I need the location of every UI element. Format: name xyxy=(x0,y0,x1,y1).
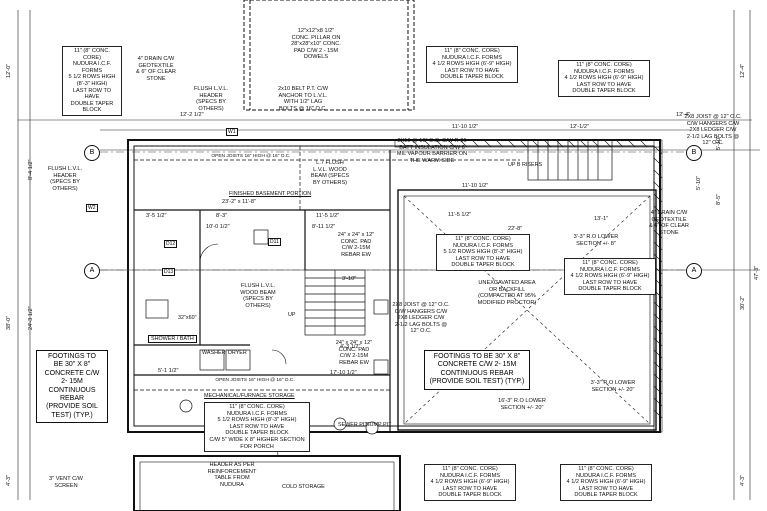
dim-int-13: 3'-10" xyxy=(342,276,357,282)
grid-bubble-b-left: B xyxy=(84,145,100,161)
grid-bubble-a-left: A xyxy=(84,263,100,279)
dim-int-11: 5'-1 1/2" xyxy=(158,368,179,374)
dim-int-1: 3'-5 1/2" xyxy=(146,213,167,219)
room-cold-label: COLD STORAGE xyxy=(282,484,325,490)
dim-left-3: 24'-3 1/2" xyxy=(28,306,34,330)
dim-int-2: 8'-3" xyxy=(216,213,228,219)
room-shower-label: SHOWER / BATH xyxy=(148,335,197,343)
dim-int-3: 11'-5 1/2" xyxy=(316,213,340,219)
grid-tag-w1: W1 xyxy=(226,128,238,136)
dim-left-2: 8'-4 1/2" xyxy=(28,159,34,180)
dim-int-10: 17'-10 1/2" xyxy=(330,370,357,376)
dim-int-9: 4'-3 1/2" xyxy=(340,344,361,350)
dim-top-2: 12'-2 1/2" xyxy=(180,112,204,118)
door-tag-d13: D13 xyxy=(162,268,176,276)
dim-right-1: 8'-5" xyxy=(716,193,722,205)
dim-top-5: 12'-4" xyxy=(676,112,691,118)
dim-int-12: 13'-1" xyxy=(594,216,609,222)
dim-int-8: 11'-5 1/2" xyxy=(448,212,472,218)
room-storage-label: MECHANICAL/FURNACE STORAGE xyxy=(204,393,295,399)
grid-bubble-a-right: A xyxy=(686,263,702,279)
dim-left-1: 12'-0" xyxy=(6,63,12,78)
room-basement-label: FINISHED BASEMENT PORTION xyxy=(229,191,312,197)
dim-top-4: 12'-1/2" xyxy=(570,124,589,130)
footing-callout-right: FOOTINGS TO BE 30" X 8"CONCRETE C/W 2- 1… xyxy=(424,350,530,390)
door-tag-d11: D11 xyxy=(268,238,281,246)
beam-dashed-lines xyxy=(134,146,520,391)
grid-bubble-b-right: B xyxy=(686,145,702,161)
dim-int-4: 10'-0 1/2" xyxy=(206,224,230,230)
stair-up-b-label: UP B RISERS xyxy=(508,162,543,168)
dim-int-6: 11'-10 1/2" xyxy=(462,183,489,189)
stair-top-right xyxy=(527,139,613,181)
dim-left-4: 38'-0" xyxy=(6,315,12,330)
porch-dashed-outline xyxy=(243,0,415,111)
fixtures xyxy=(145,229,389,435)
joist-label-top: OPEN JOISTS 16" HIGH @ 16" O.C. xyxy=(211,154,291,159)
room-washer-label: WASHER xyxy=(202,350,226,356)
grid-tag-w2: W2 xyxy=(86,204,98,212)
room-dryer-label: DRYER xyxy=(228,350,247,356)
dimension-lines xyxy=(17,10,760,500)
room-sewer-label: SEWER PIT xyxy=(338,422,368,428)
stair-center xyxy=(304,269,366,336)
dim-right-4: 12'-4" xyxy=(740,63,746,78)
dim-top-3: 11'-10 1/2" xyxy=(452,124,479,130)
dim-left-5: 4'-3" xyxy=(6,474,12,486)
cold-storage-walls xyxy=(133,455,401,511)
dim-right-3: 5'-10" xyxy=(696,175,702,190)
dim-right-7: 4'-3" xyxy=(740,474,746,486)
dim-int-5: 8'-11 1/2" xyxy=(312,224,336,230)
grid-lines xyxy=(100,151,690,271)
door-tag-d12: D12 xyxy=(164,240,178,248)
dim-int-7: 22'-8" xyxy=(508,226,523,232)
dim-right-6: 30'-2" xyxy=(740,295,746,310)
dim-basement: 23'-2" x 11'-8" xyxy=(222,199,256,205)
interior-walls xyxy=(134,150,391,432)
stair-up-label: UP xyxy=(288,312,296,318)
room-sump-label: SUMP PIT xyxy=(366,422,392,428)
joist-label-bottom: OPEN JOISTS 16" HIGH @ 16" O.C. xyxy=(215,378,295,383)
window-size-label: 32"x60" xyxy=(178,315,197,321)
dim-right-5: 47'-3" xyxy=(754,265,760,280)
